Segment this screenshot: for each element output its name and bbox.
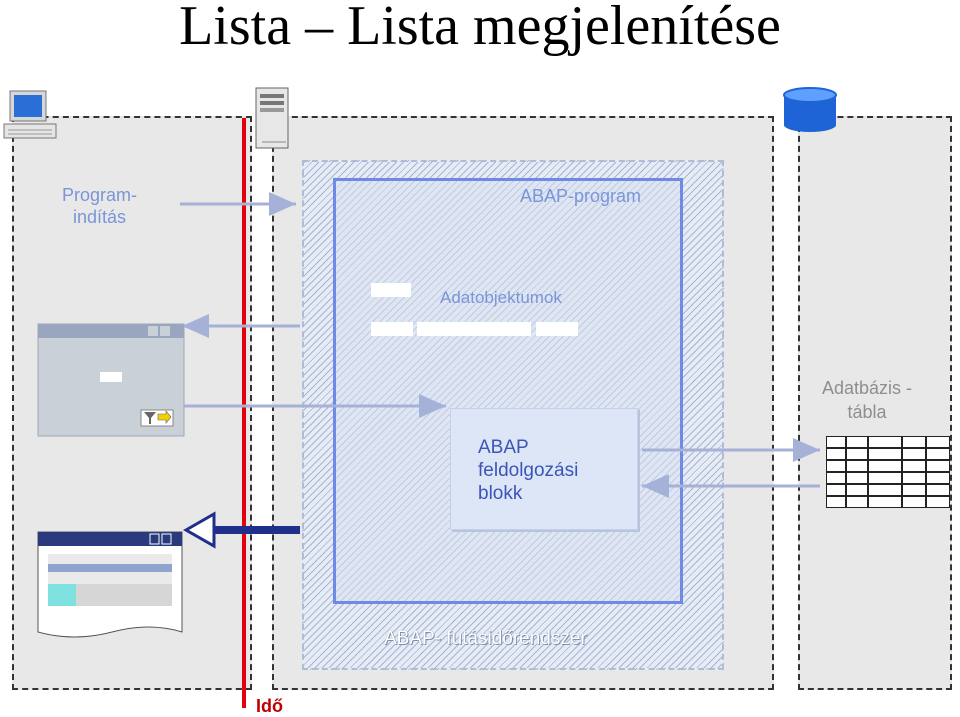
table-cell <box>846 484 868 496</box>
list-output-window <box>37 531 183 638</box>
table-cell <box>846 496 868 508</box>
server-icon <box>255 87 289 149</box>
table-cell <box>902 496 926 508</box>
table-cell <box>868 496 902 508</box>
table-cell <box>902 460 926 472</box>
filter-execute-icon[interactable] <box>140 409 174 427</box>
table-cell <box>926 448 950 460</box>
list-output-arrow <box>182 511 300 549</box>
table-cell <box>846 472 868 484</box>
processing-label-line-2: feldolgozási <box>478 460 579 481</box>
program-start-label: Program- indítás <box>62 184 137 228</box>
table-cell <box>846 436 868 448</box>
table-cell <box>902 448 926 460</box>
data-object-bar <box>536 322 578 336</box>
abap-program-box <box>333 178 683 604</box>
db-table-line-1: Adatbázis - <box>822 378 913 398</box>
table-cell <box>826 460 846 472</box>
processing-label-line-3: blokk <box>478 483 523 504</box>
timeline <box>242 118 246 708</box>
table-cell <box>868 448 902 460</box>
computer-icon <box>3 90 57 139</box>
db-table-label: Adatbázis - tábla <box>822 376 912 424</box>
table-cell <box>846 460 868 472</box>
data-objects-label: Adatobjektumok <box>440 288 562 307</box>
program-start-line-1: Program- <box>62 185 138 205</box>
table-cell <box>868 484 902 496</box>
table-cell <box>902 436 926 448</box>
program-start-line-2: indítás <box>72 207 127 227</box>
database-icon <box>783 87 837 132</box>
runtime-label: ABAP- futásidőrendszer <box>384 628 587 649</box>
abap-program-label: ABAP-program <box>520 186 642 206</box>
table-cell <box>846 448 868 460</box>
table-cell <box>868 472 902 484</box>
table-cell <box>902 484 926 496</box>
data-object-bar <box>417 322 531 336</box>
table-cell <box>926 460 950 472</box>
database-lane <box>798 116 952 690</box>
table-cell <box>868 460 902 472</box>
db-table-line-2: tábla <box>847 402 887 422</box>
time-label: Idő <box>256 696 283 716</box>
table-cell <box>826 448 846 460</box>
processing-label-line-1: ABAP <box>478 437 529 458</box>
table-cell <box>868 436 902 448</box>
table-cell <box>826 484 846 496</box>
data-object-bar <box>371 283 411 297</box>
processing-block <box>450 408 638 530</box>
table-cell <box>826 496 846 508</box>
table-cell <box>926 472 950 484</box>
table-cell <box>926 436 950 448</box>
data-object-bar <box>371 322 413 336</box>
processing-block-label: ABAP feldolgozási blokk <box>478 436 578 505</box>
table-cell <box>926 496 950 508</box>
page-title: Lista – Lista megjelenítése <box>179 0 781 57</box>
table-cell <box>826 472 846 484</box>
table-cell <box>926 484 950 496</box>
database-table-grid <box>826 436 950 508</box>
table-cell <box>826 436 846 448</box>
table-cell <box>902 472 926 484</box>
